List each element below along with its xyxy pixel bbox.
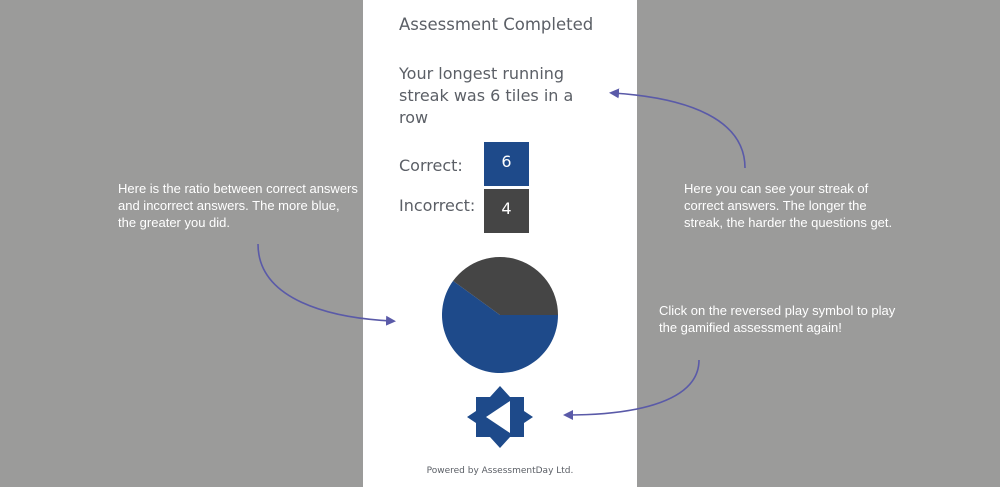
incorrect-label: Incorrect: — [399, 196, 476, 215]
results-panel: Assessment Completed Your longest runnin… — [363, 0, 637, 487]
replay-annotation: Click on the reversed play symbol to pla… — [659, 303, 896, 335]
streak-text: Your longest running streak was 6 tiles … — [399, 64, 574, 127]
ratio-pie-chart — [442, 257, 558, 373]
correct-label: Correct: — [399, 156, 463, 175]
streak-annotation: Here you can see your streak of correct … — [684, 181, 893, 230]
page-title: Assessment Completed — [399, 15, 594, 34]
incorrect-count-badge: 4 — [484, 189, 529, 233]
powered-by-footer: Powered by AssessmentDay Ltd. — [426, 466, 574, 476]
pie-slice-incorrect — [453, 257, 558, 315]
reversed-play-icon[interactable] — [467, 386, 533, 448]
correct-count-badge: 6 — [484, 142, 529, 186]
pie-slice-correct — [442, 280, 558, 373]
ratio-annotation: Here is the ratio between correct answer… — [118, 181, 358, 230]
